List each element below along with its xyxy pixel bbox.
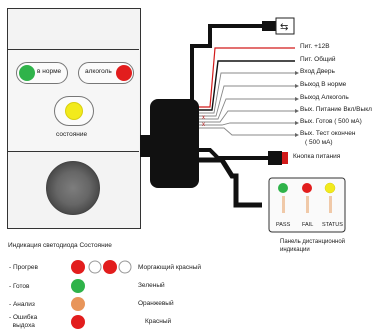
remote-panel-caption-line2: индикации (280, 247, 310, 253)
svg-text:x: x (202, 122, 205, 128)
device-control-panel: в норме алкоголь состояние (8, 50, 139, 152)
wire-label-test-done-current: ( 500 мА) (305, 139, 333, 146)
wire-label-ground: Пит. Общий (300, 56, 336, 63)
wire-arrows: x x (202, 71, 299, 137)
legend-analysis-name: - Анализ (9, 301, 35, 308)
wire-ready-output (199, 122, 295, 126)
wire-label-ok-output: Выход В норме (300, 81, 347, 88)
wire-alcohol-output (199, 98, 295, 120)
remote-panel-cable (199, 157, 262, 208)
wire-label-door: Вход Дверь (300, 68, 335, 75)
ok-indicator-pill: в норме (16, 62, 68, 84)
legend-title: Индикация светодиода Состояние (8, 242, 112, 249)
red-led-icon (116, 65, 132, 81)
status-indicator-pill (54, 96, 94, 126)
wire-power-onoff (199, 110, 295, 123)
wire-test-done-output (199, 127, 295, 136)
wire-label-alcohol-output: Выход Алкоголь (300, 94, 349, 101)
remote-pass-label: PASS (276, 222, 291, 228)
wire-label-test-done: Вых. Тест окончен (300, 130, 356, 137)
wire-label-12v: Пит. +12В (300, 43, 330, 50)
remote-panel-caption-line1: Панель дистанционной (280, 239, 346, 245)
device-cable (140, 135, 152, 157)
power-button-cable (199, 148, 268, 160)
status-label: состояние (56, 131, 88, 138)
remote-indication-panel (268, 177, 346, 233)
legend-warmup-name: - Прогрев (9, 264, 38, 271)
alcohol-label: алкоголь (85, 68, 112, 75)
ok-label: в норме (37, 68, 62, 75)
green-led-icon (19, 65, 35, 81)
yellow-led-icon (65, 102, 83, 120)
legend-error-desc: Красный (145, 318, 172, 325)
device-top-panel (8, 9, 139, 50)
connector-box (150, 99, 199, 188)
remote-status-label: STATUS (322, 222, 343, 228)
legend-ready-name: - Готов (9, 283, 30, 290)
wire-label-ready-output: Вых. Готов ( 500 мА) (300, 118, 362, 125)
wire-12v (199, 47, 295, 108)
breathalyzer-device: в норме алкоголь состояние (7, 8, 141, 229)
usb-plug-icon: ⇆ (262, 17, 295, 35)
wire-ground (199, 60, 295, 111)
breath-sensor-icon (46, 161, 100, 215)
legend-error-name-line2: выдоха (9, 322, 35, 329)
power-button-label: Кнопка питания (293, 153, 341, 160)
alcohol-indicator-pill: алкоголь (78, 62, 134, 84)
legend-analysis-desc: Оранжевый (138, 300, 174, 307)
svg-text:⇆: ⇆ (280, 22, 288, 33)
wire-door-input (199, 72, 295, 114)
wire-label-power-onoff: Вых. Питание Вкл/Выкл (300, 106, 372, 113)
usb-cable (190, 24, 262, 100)
remote-fail-label: FAIL (302, 222, 314, 228)
legend-error-name-line1: - Ошибка (9, 314, 38, 321)
wire-ok-output (199, 85, 295, 117)
legend-leds (71, 260, 132, 329)
power-button-icon (268, 151, 288, 165)
legend-warmup-desc: Моргающий красный (138, 264, 202, 271)
svg-text:x: x (202, 115, 205, 121)
legend-ready-desc: Зеленый (138, 282, 165, 289)
